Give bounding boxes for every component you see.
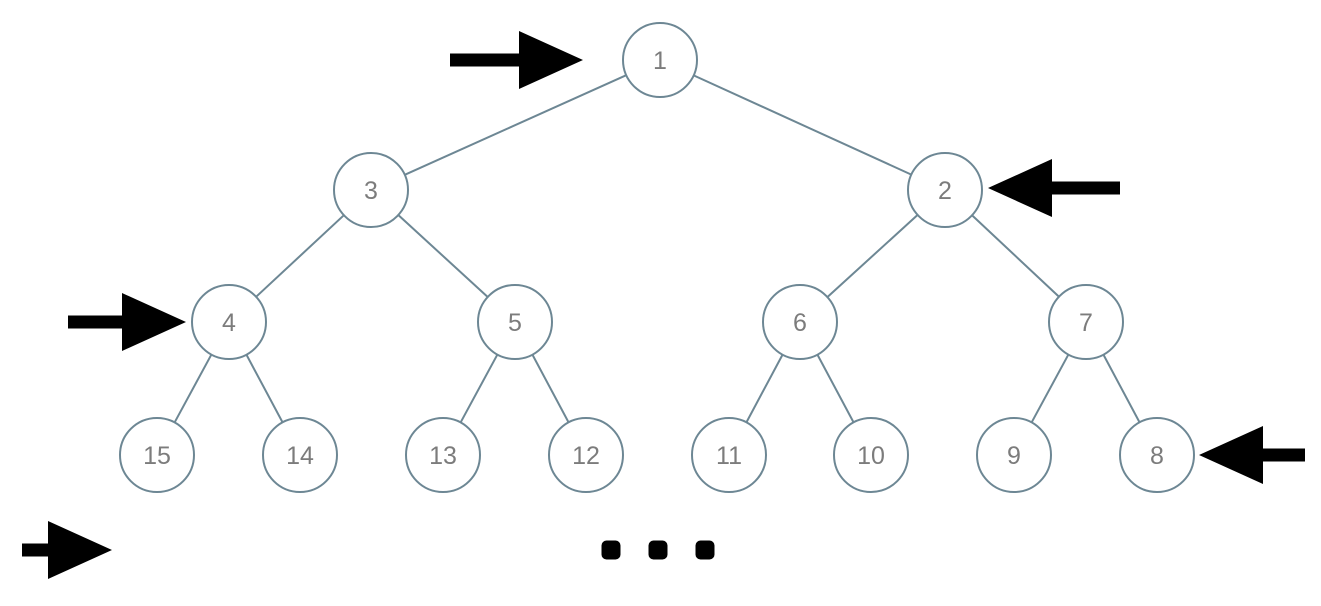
tree-node-label-3: 3	[364, 177, 378, 205]
tree-edge-5-12	[531, 353, 570, 424]
tree-node-4[interactable]: 4	[191, 284, 267, 360]
tree-edge-5-13	[459, 353, 499, 424]
tree-node-5[interactable]: 5	[477, 284, 553, 360]
tree-edge-3-4	[255, 214, 345, 298]
ellipsis-dot-2	[648, 540, 668, 560]
tree-edge-2-6	[826, 213, 919, 299]
tree-node-circle-11	[691, 417, 767, 493]
tree-node-11[interactable]: 11	[691, 417, 767, 493]
tree-node-circle-4	[191, 284, 267, 360]
tree-node-circle-1	[622, 22, 698, 98]
tree-node-label-4: 4	[222, 309, 236, 337]
tree-node-10[interactable]: 10	[833, 417, 909, 493]
tree-edge-6-11	[745, 353, 784, 424]
tree-node-label-12: 12	[572, 442, 600, 470]
tree-node-6[interactable]: 6	[762, 284, 838, 360]
ellipsis-dot-3	[695, 540, 715, 560]
tree-edge-7-8	[1102, 353, 1141, 424]
tree-node-8[interactable]: 8	[1119, 417, 1195, 493]
tree-node-3[interactable]: 3	[333, 152, 409, 228]
tree-node-label-6: 6	[793, 309, 807, 337]
tree-node-circle-14	[262, 417, 338, 493]
tree-node-circle-7	[1048, 284, 1124, 360]
arrow-bottom-left-icon	[22, 521, 112, 579]
tree-node-circle-2	[907, 152, 983, 228]
tree-edge-1-2	[692, 74, 913, 176]
tree-edges-group	[173, 74, 1141, 424]
tree-node-2[interactable]: 2	[907, 152, 983, 228]
tree-node-label-9: 9	[1007, 442, 1021, 470]
tree-node-label-13: 13	[429, 442, 457, 470]
tree-node-label-1: 1	[653, 47, 667, 75]
tree-edge-7-9	[1030, 353, 1070, 424]
tree-node-circle-6	[762, 284, 838, 360]
arrow-to-node-4-icon	[68, 293, 186, 351]
tree-node-circle-3	[333, 152, 409, 228]
tree-node-13[interactable]: 13	[405, 417, 481, 493]
tree-node-circle-9	[976, 417, 1052, 493]
arrow-to-node-2-icon	[988, 159, 1120, 217]
pointer-arrows-group	[22, 31, 1305, 579]
arrow-to-node-1-icon	[450, 31, 583, 89]
tree-node-circle-10	[833, 417, 909, 493]
continuation-ellipsis-group	[601, 540, 715, 560]
tree-node-label-7: 7	[1079, 309, 1093, 337]
ellipsis-dot-1	[601, 540, 621, 560]
tree-node-label-8: 8	[1150, 442, 1164, 470]
tree-node-circle-5	[477, 284, 553, 360]
tree-node-label-2: 2	[938, 177, 952, 205]
tree-node-12[interactable]: 12	[548, 417, 624, 493]
tree-node-7[interactable]: 7	[1048, 284, 1124, 360]
arrow-to-node-8-icon	[1199, 426, 1305, 484]
tree-edge-3-5	[397, 214, 489, 298]
tree-node-label-5: 5	[508, 309, 522, 337]
tree-node-circle-15	[119, 417, 195, 493]
tree-node-circle-8	[1119, 417, 1195, 493]
tree-edge-2-7	[971, 214, 1060, 298]
tree-node-label-14: 14	[286, 442, 314, 470]
tree-edge-4-15	[173, 353, 213, 424]
tree-node-9[interactable]: 9	[976, 417, 1052, 493]
tree-node-15[interactable]: 15	[119, 417, 195, 493]
tree-node-label-10: 10	[857, 442, 885, 470]
tree-node-label-11: 11	[716, 442, 742, 470]
tree-edge-1-3	[403, 74, 628, 176]
tree-node-circle-13	[405, 417, 481, 493]
tree-node-14[interactable]: 14	[262, 417, 338, 493]
tree-edge-4-14	[245, 353, 284, 424]
tree-node-1[interactable]: 1	[622, 22, 698, 98]
tree-node-label-15: 15	[143, 442, 171, 470]
tree-edge-6-10	[816, 353, 855, 424]
tree-node-circle-12	[548, 417, 624, 493]
